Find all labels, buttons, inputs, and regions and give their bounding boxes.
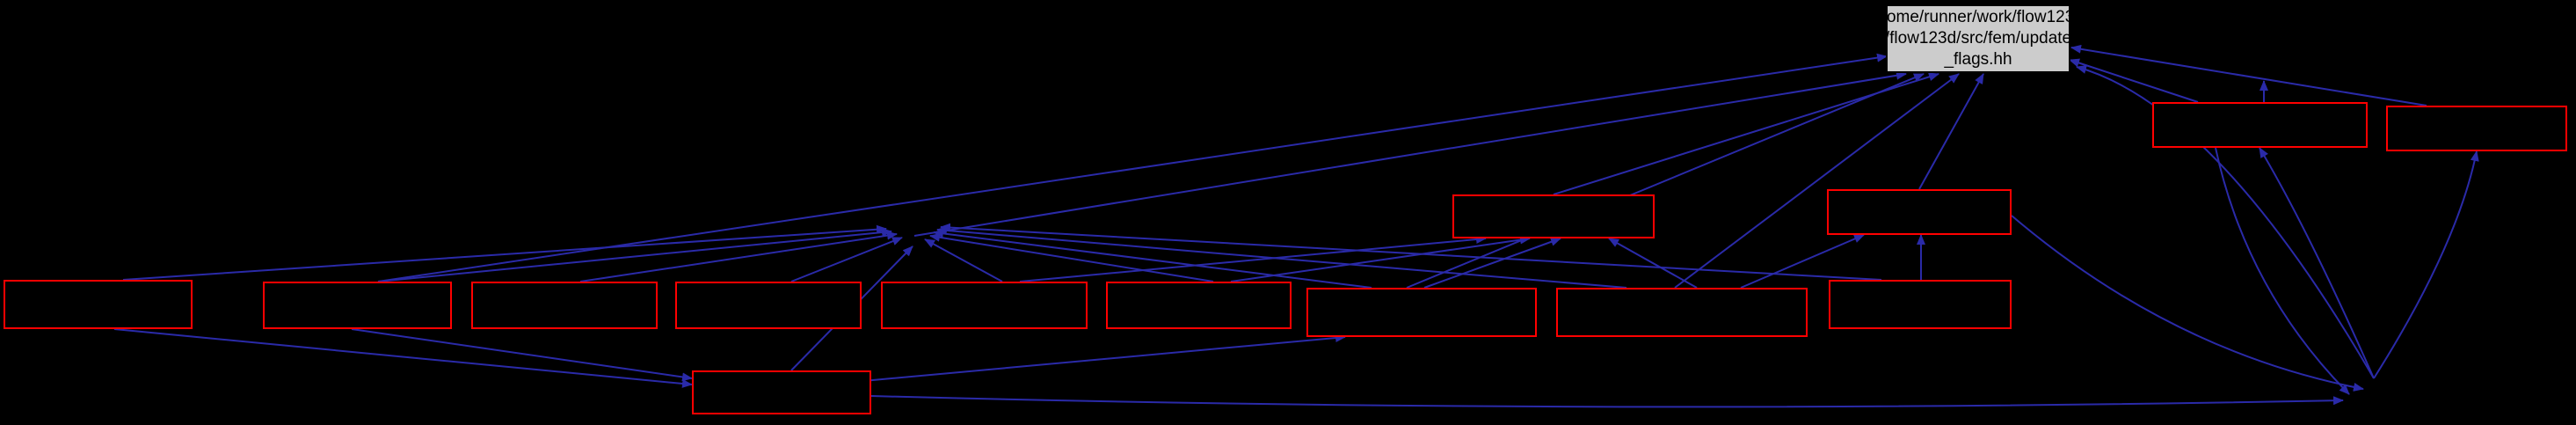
graph-root-node: /home/runner/work/flow123d /flow123d/src… <box>1873 4 2084 73</box>
graph-edge <box>2215 147 2350 395</box>
graph-node[interactable] <box>1829 280 2012 329</box>
graph-edge <box>1918 73 1984 190</box>
graph-edge <box>2373 150 2479 379</box>
graph-edge <box>122 224 887 281</box>
graph-edge <box>2259 147 2375 379</box>
graph-edge <box>790 237 903 282</box>
graph-edge <box>579 231 898 282</box>
root-node-label: /home/runner/work/flow123d /flow123d/src… <box>1873 8 2084 69</box>
graph-edge <box>113 328 693 388</box>
graph-edge <box>940 223 1882 281</box>
graph-edge <box>377 53 1888 282</box>
graph-node[interactable] <box>1556 288 1808 337</box>
graph-node[interactable] <box>675 282 862 329</box>
graph-edge <box>924 238 1003 282</box>
graph-node[interactable] <box>1452 194 1655 238</box>
graph-edge <box>1608 238 1698 289</box>
graph-edge <box>2070 44 2427 106</box>
graph-node[interactable] <box>471 282 658 329</box>
graph-edge <box>2076 65 2375 379</box>
graph-node[interactable] <box>263 282 452 329</box>
graph-node[interactable] <box>881 282 1088 329</box>
graph-node[interactable] <box>1106 282 1292 329</box>
graph-edge <box>351 328 693 382</box>
graph-node[interactable] <box>4 280 193 329</box>
graph-node[interactable] <box>692 370 871 414</box>
graph-edge <box>377 228 892 282</box>
graph-edge <box>1740 234 1865 289</box>
graph-edge <box>2069 58 2199 103</box>
graph-edge-lines <box>113 44 2479 408</box>
graph-edge <box>1674 73 1960 289</box>
graph-edge <box>913 70 1907 237</box>
graph-node[interactable] <box>2386 106 2567 151</box>
graph-edge <box>929 232 1214 282</box>
graph-edge <box>933 229 1372 289</box>
graph-edge <box>843 333 1346 384</box>
graph-edge <box>1019 235 1487 282</box>
graph-node[interactable] <box>2152 102 2368 148</box>
graph-edge <box>1406 73 1925 289</box>
graph-node[interactable] <box>1306 288 1537 337</box>
graph-edge <box>1423 238 1561 289</box>
graph-node[interactable] <box>1827 189 2012 235</box>
graph-edge <box>2011 215 2364 392</box>
graph-edge <box>870 395 2344 408</box>
graph-edge <box>936 225 1627 289</box>
graph-edge <box>1230 235 1531 282</box>
